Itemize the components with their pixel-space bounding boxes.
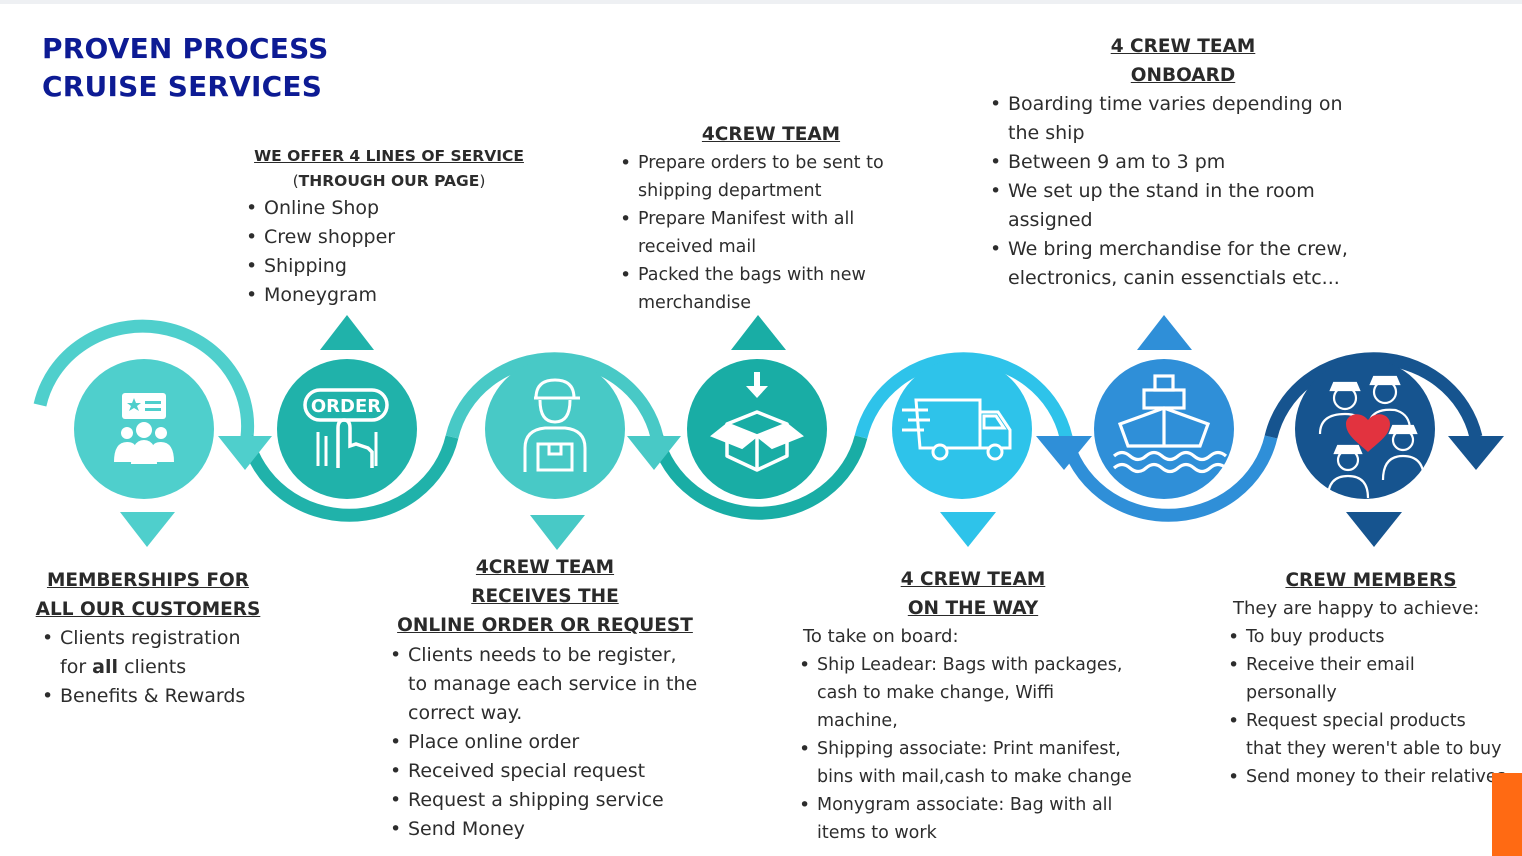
top-border <box>0 0 1522 4</box>
membership-card-group-icon <box>114 393 174 464</box>
pointer-up-2 <box>320 315 374 350</box>
arrowhead-3 <box>627 436 681 470</box>
list-item: Send money to their relatives <box>1226 763 1522 791</box>
pointer-down-7 <box>1346 512 1402 547</box>
list-item: Received special request <box>388 757 718 786</box>
pointer-up-4 <box>731 315 786 350</box>
on-the-way-lead: To take on board: <box>803 626 959 647</box>
arc-step-3 <box>445 352 664 439</box>
crew-heart-icon <box>1318 375 1426 499</box>
lines-of-service-heading: WE OFFER 4 LINES OF SERVICE <box>254 147 524 165</box>
crew-members-lead: They are happy to achieve: <box>1233 598 1480 619</box>
list-item: Ship Leadear: Bags with packages,cash to… <box>797 651 1177 735</box>
pointer-up-6 <box>1137 315 1192 350</box>
list-item: Shipping associate: Print manifest,bins … <box>797 735 1177 791</box>
title-line-1: PROVEN PROCESS <box>42 32 329 65</box>
list-item: Between 9 am to 3 pm <box>988 148 1388 177</box>
arc-step-4 <box>650 435 868 520</box>
svg-text:ORDER: ORDER <box>311 396 381 417</box>
on-the-way-heading-line-2: ON THE WAY <box>907 598 1039 619</box>
arc-step-6 <box>1059 435 1278 522</box>
pointer-down-1 <box>120 512 175 547</box>
list-item: Clients needs to be register,to manage e… <box>388 641 718 728</box>
delivery-truck-icon <box>902 398 1012 461</box>
list-item: Request a shipping service <box>388 786 718 815</box>
arc-step-5 <box>854 352 1073 439</box>
on-the-way-heading-line-1: 4 CREW TEAM <box>900 569 1046 590</box>
on-the-way-block: 4 CREW TEAM ON THE WAY To take on board:… <box>797 565 1177 847</box>
receives-heading-line-3: ONLINE ORDER OR REQUEST <box>397 615 693 636</box>
arrowhead-6 <box>1036 436 1092 470</box>
onboard-heading-line-1: 4 CREW TEAM <box>1110 36 1256 57</box>
list-item: Moneygram <box>244 281 534 310</box>
crew-members-list: To buy products Receive their emailperso… <box>1226 623 1522 791</box>
list-item: We bring merchandise for the crew,electr… <box>988 235 1388 293</box>
list-item: Online Shop <box>244 194 534 223</box>
step-2-circle <box>277 359 417 499</box>
step-5-circle <box>892 359 1032 499</box>
crew-members-block: CREW MEMBERS They are happy to achieve: … <box>1226 566 1522 791</box>
arc-step-2 <box>240 435 459 522</box>
title-line-2: CRUISE SERVICES <box>42 70 323 103</box>
list-item: Shipping <box>244 252 534 281</box>
receives-block: 4CREW TEAM RECEIVES THE ONLINE ORDER OR … <box>388 553 718 844</box>
list-item: Place online order <box>388 728 718 757</box>
arc-step-1 <box>33 319 255 438</box>
arrowhead-1 <box>218 436 272 470</box>
onboard-block: 4 CREW TEAM ONBOARD Boarding time varies… <box>988 32 1388 293</box>
lines-of-service-list: Online Shop Crew shopper Shipping Moneyg… <box>244 194 534 310</box>
list-item: Send Money <box>388 815 718 844</box>
page-title: PROVEN PROCESS CRUISE SERVICES <box>42 30 329 106</box>
cruise-ship-icon <box>1112 374 1228 474</box>
lines-of-service-block: WE OFFER 4 LINES OF SERVICE (THROUGH OUR… <box>244 144 534 310</box>
team-heading: 4CREW TEAM <box>701 124 841 145</box>
pointer-down-3 <box>530 515 585 550</box>
pointer-down-5 <box>940 512 996 547</box>
on-the-way-list: Ship Leadear: Bags with packages,cash to… <box>797 651 1177 847</box>
delivery-man-box-icon <box>523 378 587 472</box>
memberships-heading-line-2: ALL OUR CUSTOMERS <box>35 599 261 620</box>
memberships-heading-line-1: MEMBERSHIPS FOR <box>46 570 250 591</box>
receives-list: Clients needs to be register,to manage e… <box>388 641 718 844</box>
receives-heading-line-1: 4CREW TEAM <box>475 557 615 578</box>
memberships-block: MEMBERSHIPS FOR ALL OUR CUSTOMERS Client… <box>28 566 268 711</box>
open-box-download-icon <box>710 372 804 472</box>
arc-step-7 <box>1264 352 1483 439</box>
order-click-icon: ORDER <box>303 388 389 468</box>
list-item: To buy products <box>1226 623 1522 651</box>
corner-accent <box>1492 773 1522 856</box>
receives-heading-line-2: RECEIVES THE <box>471 586 619 607</box>
arrowhead-7 <box>1448 436 1504 470</box>
crew-members-heading: CREW MEMBERS <box>1285 570 1457 591</box>
list-item: Benefits & Rewards <box>40 682 268 711</box>
team-block: 4CREW TEAM Prepare orders to be sent tos… <box>618 120 918 317</box>
list-item: Crew shopper <box>244 223 534 252</box>
onboard-heading-line-2: ONBOARD <box>1130 65 1236 86</box>
lines-of-service-subheading: (THROUGH OUR PAGE) <box>292 172 486 190</box>
